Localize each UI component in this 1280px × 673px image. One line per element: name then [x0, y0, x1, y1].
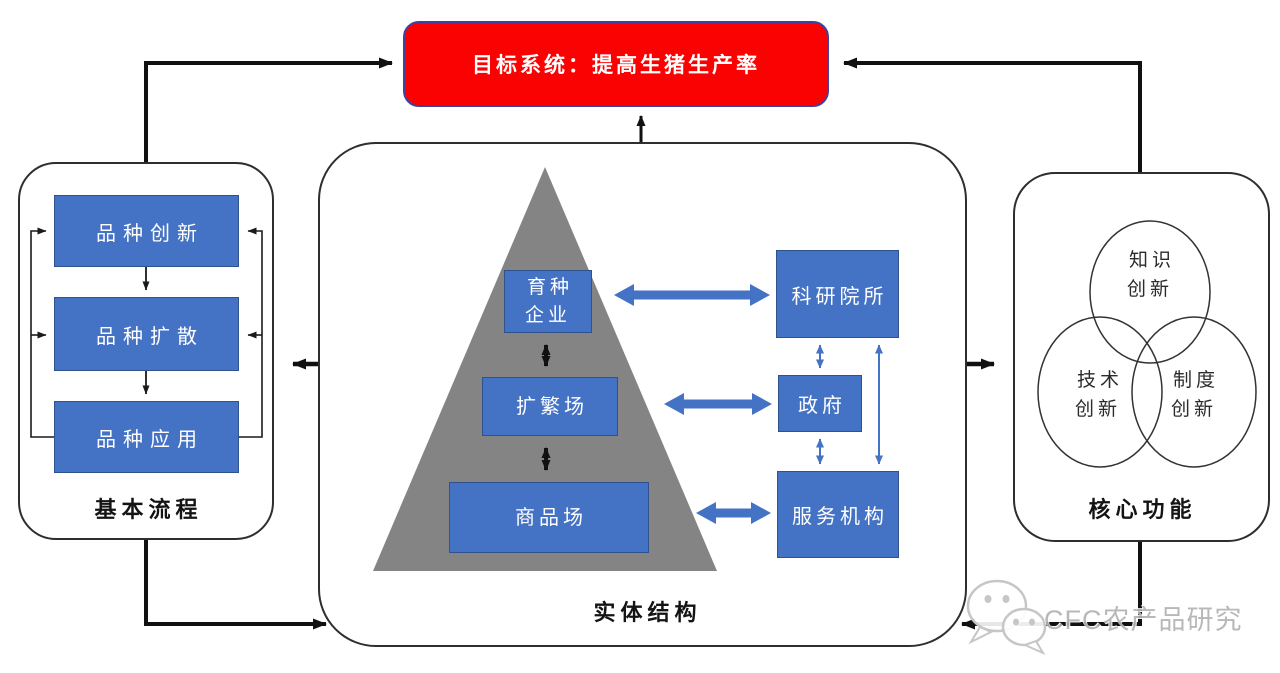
core-functions-caption: 核心功能 [1088, 497, 1197, 522]
box-commercial-farm-label: 商品场 [515, 506, 587, 529]
venn-circle-institution [1131, 316, 1257, 468]
entity-structure-panel [318, 142, 967, 647]
entity-structure-caption: 实体结构 [593, 600, 702, 625]
core-functions-panel [1013, 172, 1270, 542]
wechat-icon [966, 579, 1047, 656]
box-government-label: 政府 [798, 395, 846, 417]
feedback-left-application-to-innovation [30, 227, 54, 438]
venn-circle-technology [1037, 316, 1163, 468]
venn-circle-knowledge [1089, 220, 1211, 364]
box-multiplier-farm-label: 扩繁场 [516, 395, 588, 418]
blue-arrow-commercial-service [696, 502, 771, 524]
feedback-right-application-to-innovation [239, 227, 263, 438]
box-breed-diffusion: 品种扩散 [54, 297, 239, 371]
box-breed-application-label: 品种应用 [96, 428, 204, 451]
watermark-text: CFC农产品研究 [1044, 605, 1243, 635]
box-breeder-company: 育种 企业 [504, 270, 592, 333]
venn-label-technology-innovation: 技术 创新 [1074, 370, 1123, 420]
blue-arrow-multiplier-government [664, 393, 772, 415]
box-research-institutes: 科研院所 [776, 250, 899, 338]
connector-leftpanel-to-goal [144, 57, 393, 162]
box-breeder-company-label: 育种 企业 [524, 276, 573, 326]
box-breed-diffusion-label: 品种扩散 [96, 325, 204, 348]
goal-system-label: 目标系统：提高生猪生产率 [472, 54, 760, 77]
pyramid-triangle [373, 167, 717, 571]
box-research-institutes-label: 科研院所 [791, 285, 888, 308]
box-government: 政府 [778, 375, 862, 432]
venn-label-institution-innovation: 制度 创新 [1170, 370, 1219, 420]
box-breed-application: 品种应用 [54, 401, 239, 473]
connector-leftpanel-to-centerpanel-bottom [144, 540, 327, 630]
box-breed-innovation: 品种创新 [54, 195, 239, 267]
blue-arrow-breeder-research [614, 284, 770, 306]
basic-process-caption: 基本流程 [94, 497, 203, 522]
box-breed-innovation-label: 品种创新 [96, 222, 204, 245]
box-service-organizations-label: 服务机构 [792, 506, 888, 528]
venn-label-knowledge-innovation: 知识 创新 [1126, 250, 1175, 300]
connector-rightpanel-to-goal [843, 57, 1142, 172]
box-commercial-farm: 商品场 [449, 482, 649, 553]
box-service-organizations: 服务机构 [777, 471, 899, 558]
box-multiplier-farm: 扩繁场 [482, 377, 618, 436]
basic-process-panel [18, 162, 274, 540]
goal-system-box: 目标系统：提高生猪生产率 [403, 21, 829, 107]
